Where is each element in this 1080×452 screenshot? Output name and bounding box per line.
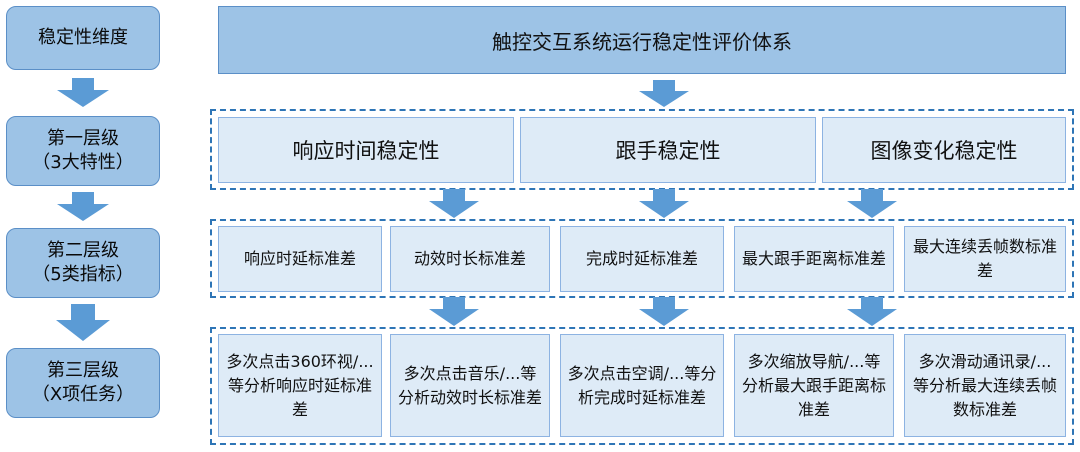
down-arrow-icon bbox=[429, 189, 479, 218]
down-arrow-icon bbox=[56, 304, 110, 341]
tier2-item: 最大跟手距离标准差 bbox=[734, 226, 894, 292]
tier2-item: 完成时延标准差 bbox=[560, 226, 724, 292]
down-arrow-icon bbox=[57, 192, 109, 221]
tier2-label: 最大连续丢帧数标准差 bbox=[912, 237, 1057, 280]
level-2-label: 第二层级 （5类指标） bbox=[32, 240, 134, 285]
tier3-item: 多次点击360环视/...等分析响应时延标准差 bbox=[218, 334, 382, 437]
tier2-label: 最大跟手距离标准差 bbox=[741, 249, 886, 268]
tier2-label: 动效时长标准差 bbox=[413, 249, 526, 268]
level-1-box: 第一层级 （3大特性） bbox=[6, 116, 160, 186]
down-arrow-icon bbox=[639, 189, 689, 218]
tier3-item: 多次点击音乐/...等分析动效时长标准差 bbox=[390, 334, 550, 437]
system-title: 触控交互系统运行稳定性评价体系 bbox=[492, 29, 792, 54]
tier2-item: 最大连续丢帧数标准差 bbox=[904, 226, 1066, 292]
tier3-group bbox=[210, 327, 1074, 445]
tier1-group bbox=[210, 109, 1074, 190]
tier3-label: 多次缩放导航/...等分析最大跟手距离标准差 bbox=[741, 351, 886, 419]
tier3-label: 多次点击音乐/...等分析动效时长标准差 bbox=[397, 363, 542, 407]
down-arrow-icon bbox=[847, 189, 897, 218]
tier3-item: 多次点击空调/...等分析完成时延标准差 bbox=[560, 334, 724, 437]
tier1-item: 跟手稳定性 bbox=[520, 117, 816, 183]
level-2-box: 第二层级 （5类指标） bbox=[6, 228, 160, 298]
tier1-label: 跟手稳定性 bbox=[615, 139, 721, 163]
tier1-label: 响应时间稳定性 bbox=[292, 139, 440, 163]
level-3-label: 第三层级 （X项任务） bbox=[31, 360, 135, 405]
tier2-item: 动效时长标准差 bbox=[390, 226, 550, 292]
tier3-item: 多次缩放导航/...等分析最大跟手距离标准差 bbox=[734, 334, 894, 437]
tier1-item: 图像变化稳定性 bbox=[822, 117, 1066, 183]
down-arrow-icon bbox=[639, 80, 689, 107]
tier2-group bbox=[210, 219, 1074, 298]
down-arrow-icon bbox=[429, 297, 479, 326]
tier3-label: 多次点击360环视/...等分析响应时延标准差 bbox=[226, 351, 374, 419]
down-arrow-icon bbox=[57, 78, 109, 107]
tier2-label: 完成时延标准差 bbox=[585, 249, 698, 268]
system-title-box: 触控交互系统运行稳定性评价体系 bbox=[218, 6, 1066, 74]
level-1-label: 第一层级 （3大特性） bbox=[32, 128, 134, 173]
level-3-box: 第三层级 （X项任务） bbox=[6, 348, 160, 418]
down-arrow-icon bbox=[639, 297, 689, 326]
tier3-label: 多次滑动通讯录/...等分析最大连续丢帧数标准差 bbox=[912, 351, 1057, 419]
tier2-label: 响应时延标准差 bbox=[243, 249, 356, 268]
level-dimension-box: 稳定性维度 bbox=[6, 6, 160, 70]
level-dimension-label: 稳定性维度 bbox=[38, 27, 128, 48]
tier3-label: 多次点击空调/...等分析完成时延标准差 bbox=[567, 363, 717, 407]
tier1-label: 图像变化稳定性 bbox=[870, 139, 1018, 163]
tier3-item: 多次滑动通讯录/...等分析最大连续丢帧数标准差 bbox=[904, 334, 1066, 437]
down-arrow-icon bbox=[847, 297, 897, 326]
tier2-item: 响应时延标准差 bbox=[218, 226, 382, 292]
tier1-item: 响应时间稳定性 bbox=[218, 117, 514, 183]
